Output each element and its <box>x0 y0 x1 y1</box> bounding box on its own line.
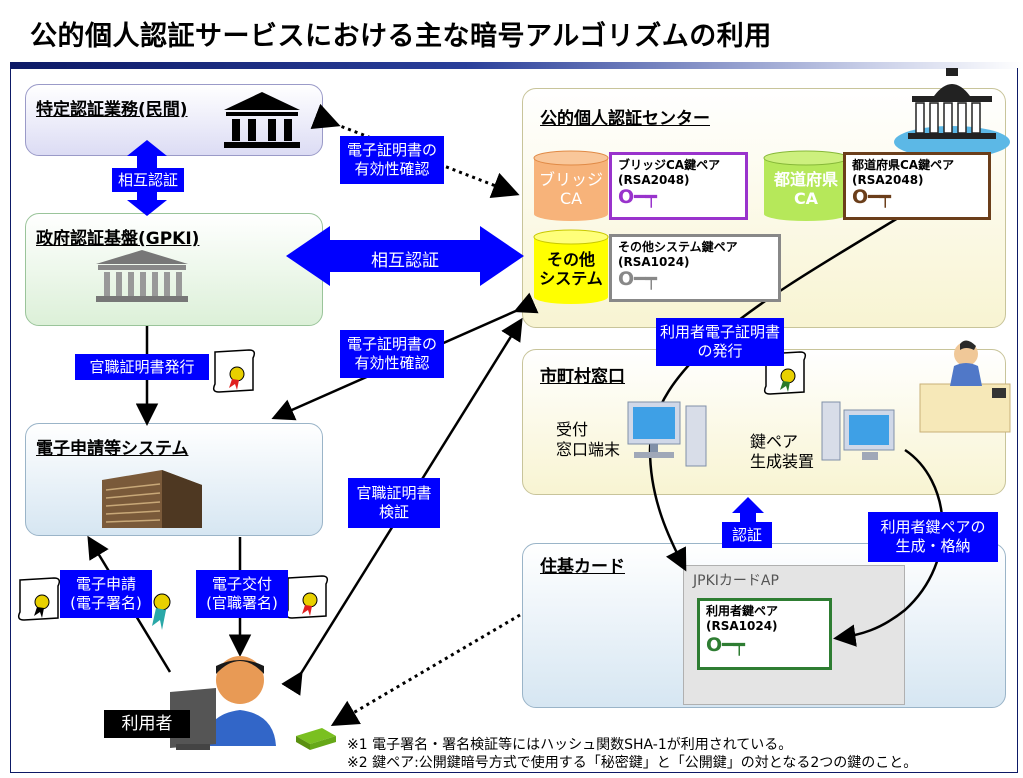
bridge-key-box: ブリッジCA鍵ペア (RSA2048) O━┯ <box>609 152 748 220</box>
diagram-frame <box>10 68 1018 773</box>
office-worker-icon <box>919 340 1011 433</box>
official-cert-issue-label: 官職証明書発行 <box>75 354 209 380</box>
bridge-key-alg: (RSA2048) <box>618 173 690 187</box>
other-ca-cylinder <box>533 229 609 304</box>
computer-icon <box>821 401 895 461</box>
capitol-icon <box>894 68 1010 158</box>
user-key-box: 利用者鍵ペア (RSA1024) O━┯ <box>697 598 832 670</box>
certificate-icon <box>285 575 329 619</box>
title-bar <box>0 0 1023 66</box>
keypair-device-label: 鍵ペア 生成装置 <box>750 432 815 471</box>
bridge-ca-cylinder <box>533 150 609 221</box>
other-key-alg: (RSA1024) <box>618 255 690 269</box>
page-title: 公的個人認証サービスにおける主な暗号アルゴリズムの利用 <box>30 21 772 52</box>
title-rule <box>10 62 1023 69</box>
bridge-key-title: ブリッジCA鍵ペア <box>618 158 721 172</box>
e-application-label: 電子申請 (電子署名) <box>60 570 152 618</box>
jpki-center-label: 公的個人認証センター <box>540 109 710 129</box>
office-building-icon <box>102 470 202 528</box>
user-key-gen-label: 利用者鍵ペアの 生成・格納 <box>868 512 998 562</box>
computer-icon <box>627 401 707 467</box>
cert-validity-label-2: 電子証明書の 有効性確認 <box>340 330 444 378</box>
jpki-card-ap-label: JPKIカードAP <box>693 573 779 589</box>
footnote-1: ※1 電子署名・署名検証等にはハッシュ関数SHA-1が利用されている。 <box>347 737 793 753</box>
key-icon: O━┯ <box>852 186 892 208</box>
reception-terminal-label: 受付 窓口端末 <box>556 420 621 459</box>
key-icon: O━┯ <box>618 186 658 208</box>
gpki-label: 政府認証基盤(GPKI) <box>36 229 200 249</box>
other-key-box: その他システム鍵ペア (RSA1024) O━┯ <box>609 234 781 302</box>
bridge-ca-label: ブリッジ CA <box>538 170 603 208</box>
pref-key-alg: (RSA2048) <box>852 173 924 187</box>
user-key-alg: (RSA1024) <box>706 619 778 633</box>
mutual-auth-small-label: 相互認証 <box>112 168 184 192</box>
certificate-icon <box>17 577 61 621</box>
government-building-icon <box>96 250 188 302</box>
user-cert-issue-label: 利用者電子証明書 の発行 <box>656 318 784 366</box>
auth-label: 認証 <box>722 522 772 548</box>
footnote-2: ※2 鍵ペア:公開鍵暗号方式で使用する「秘密鍵」と「公開鍵」の対となる2つの鍵の… <box>347 755 918 771</box>
municipal-label: 市町村窓口 <box>540 367 625 387</box>
certificate-icon <box>212 349 256 393</box>
user-key-gen-curve <box>833 448 944 647</box>
mutual-auth-big-arrow <box>286 226 524 286</box>
private-auth-label: 特定認証業務(民間) <box>36 100 188 120</box>
key-icon: O━┯ <box>618 268 658 290</box>
key-icon: O━┯ <box>706 634 746 656</box>
card-reader-icon <box>296 728 336 750</box>
cert-validity-label-1: 電子証明書の 有効性確認 <box>340 136 444 184</box>
e-app-system-label: 電子申請等システム <box>36 439 189 459</box>
ribbon-icon <box>152 593 171 630</box>
pref-key-box: 都道府県CA鍵ペア (RSA2048) O━┯ <box>843 152 991 220</box>
mutual-auth-big-label: 相互認証 <box>371 251 439 271</box>
card-reader-dotted-line <box>330 613 521 727</box>
other-system-label: その他 システム <box>539 250 603 288</box>
bank-icon <box>224 92 300 148</box>
user-label: 利用者 <box>104 710 190 738</box>
other-key-title: その他システム鍵ペア <box>618 240 738 254</box>
juki-card-label: 住基カード <box>540 557 625 577</box>
pref-ca-cylinder <box>763 150 849 221</box>
official-cert-verify-label: 官職証明書 検証 <box>348 478 440 528</box>
pref-ca-label: 都道府県 CA <box>773 170 838 208</box>
user-key-title: 利用者鍵ペア <box>706 604 779 618</box>
e-delivery-label: 電子交付 (官職署名) <box>196 570 288 618</box>
pref-key-title: 都道府県CA鍵ペア <box>852 158 955 172</box>
